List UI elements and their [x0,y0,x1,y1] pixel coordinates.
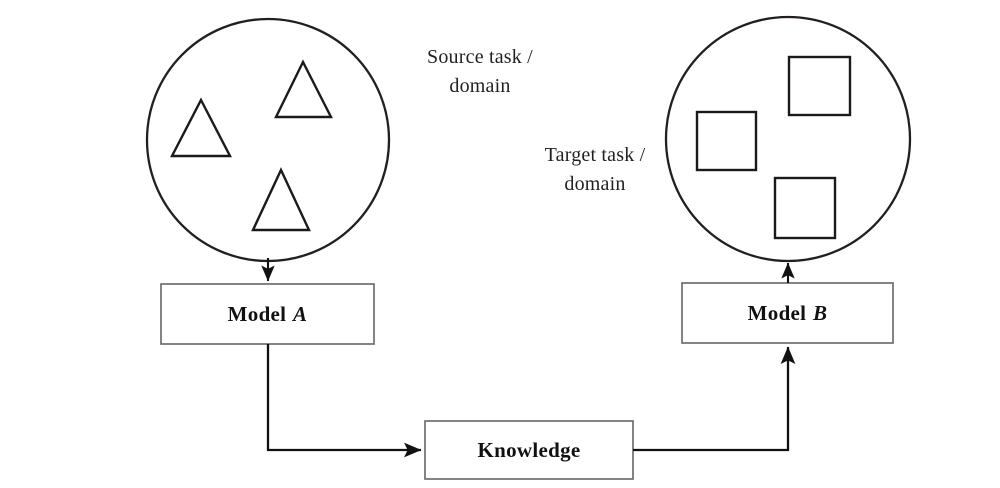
model-a-label-text: Model [227,301,287,326]
knowledge-label: Knowledge [425,421,633,479]
square-shape [773,176,837,240]
source-domain-circle [145,17,391,263]
target-domain-circle [664,15,912,263]
triangle-shape [170,97,232,158]
triangle-shape [251,167,311,232]
model-b-box[interactable] [681,282,894,344]
square-shape [695,110,758,172]
arrow-model-a-to-knowledge [266,344,422,458]
triangle-shape [274,59,333,119]
knowledge-label-text: Knowledge [477,437,581,462]
source-domain-label: Source task / domain [427,46,533,97]
target-domain-label: Target task / domain [544,144,646,195]
model-a-label-italic: A [293,301,308,326]
square-shape [787,55,852,117]
model-b-label-text: Model [747,300,807,325]
model-b-label-italic: B [813,300,828,325]
arrow-knowledge-to-model-b [633,346,796,452]
